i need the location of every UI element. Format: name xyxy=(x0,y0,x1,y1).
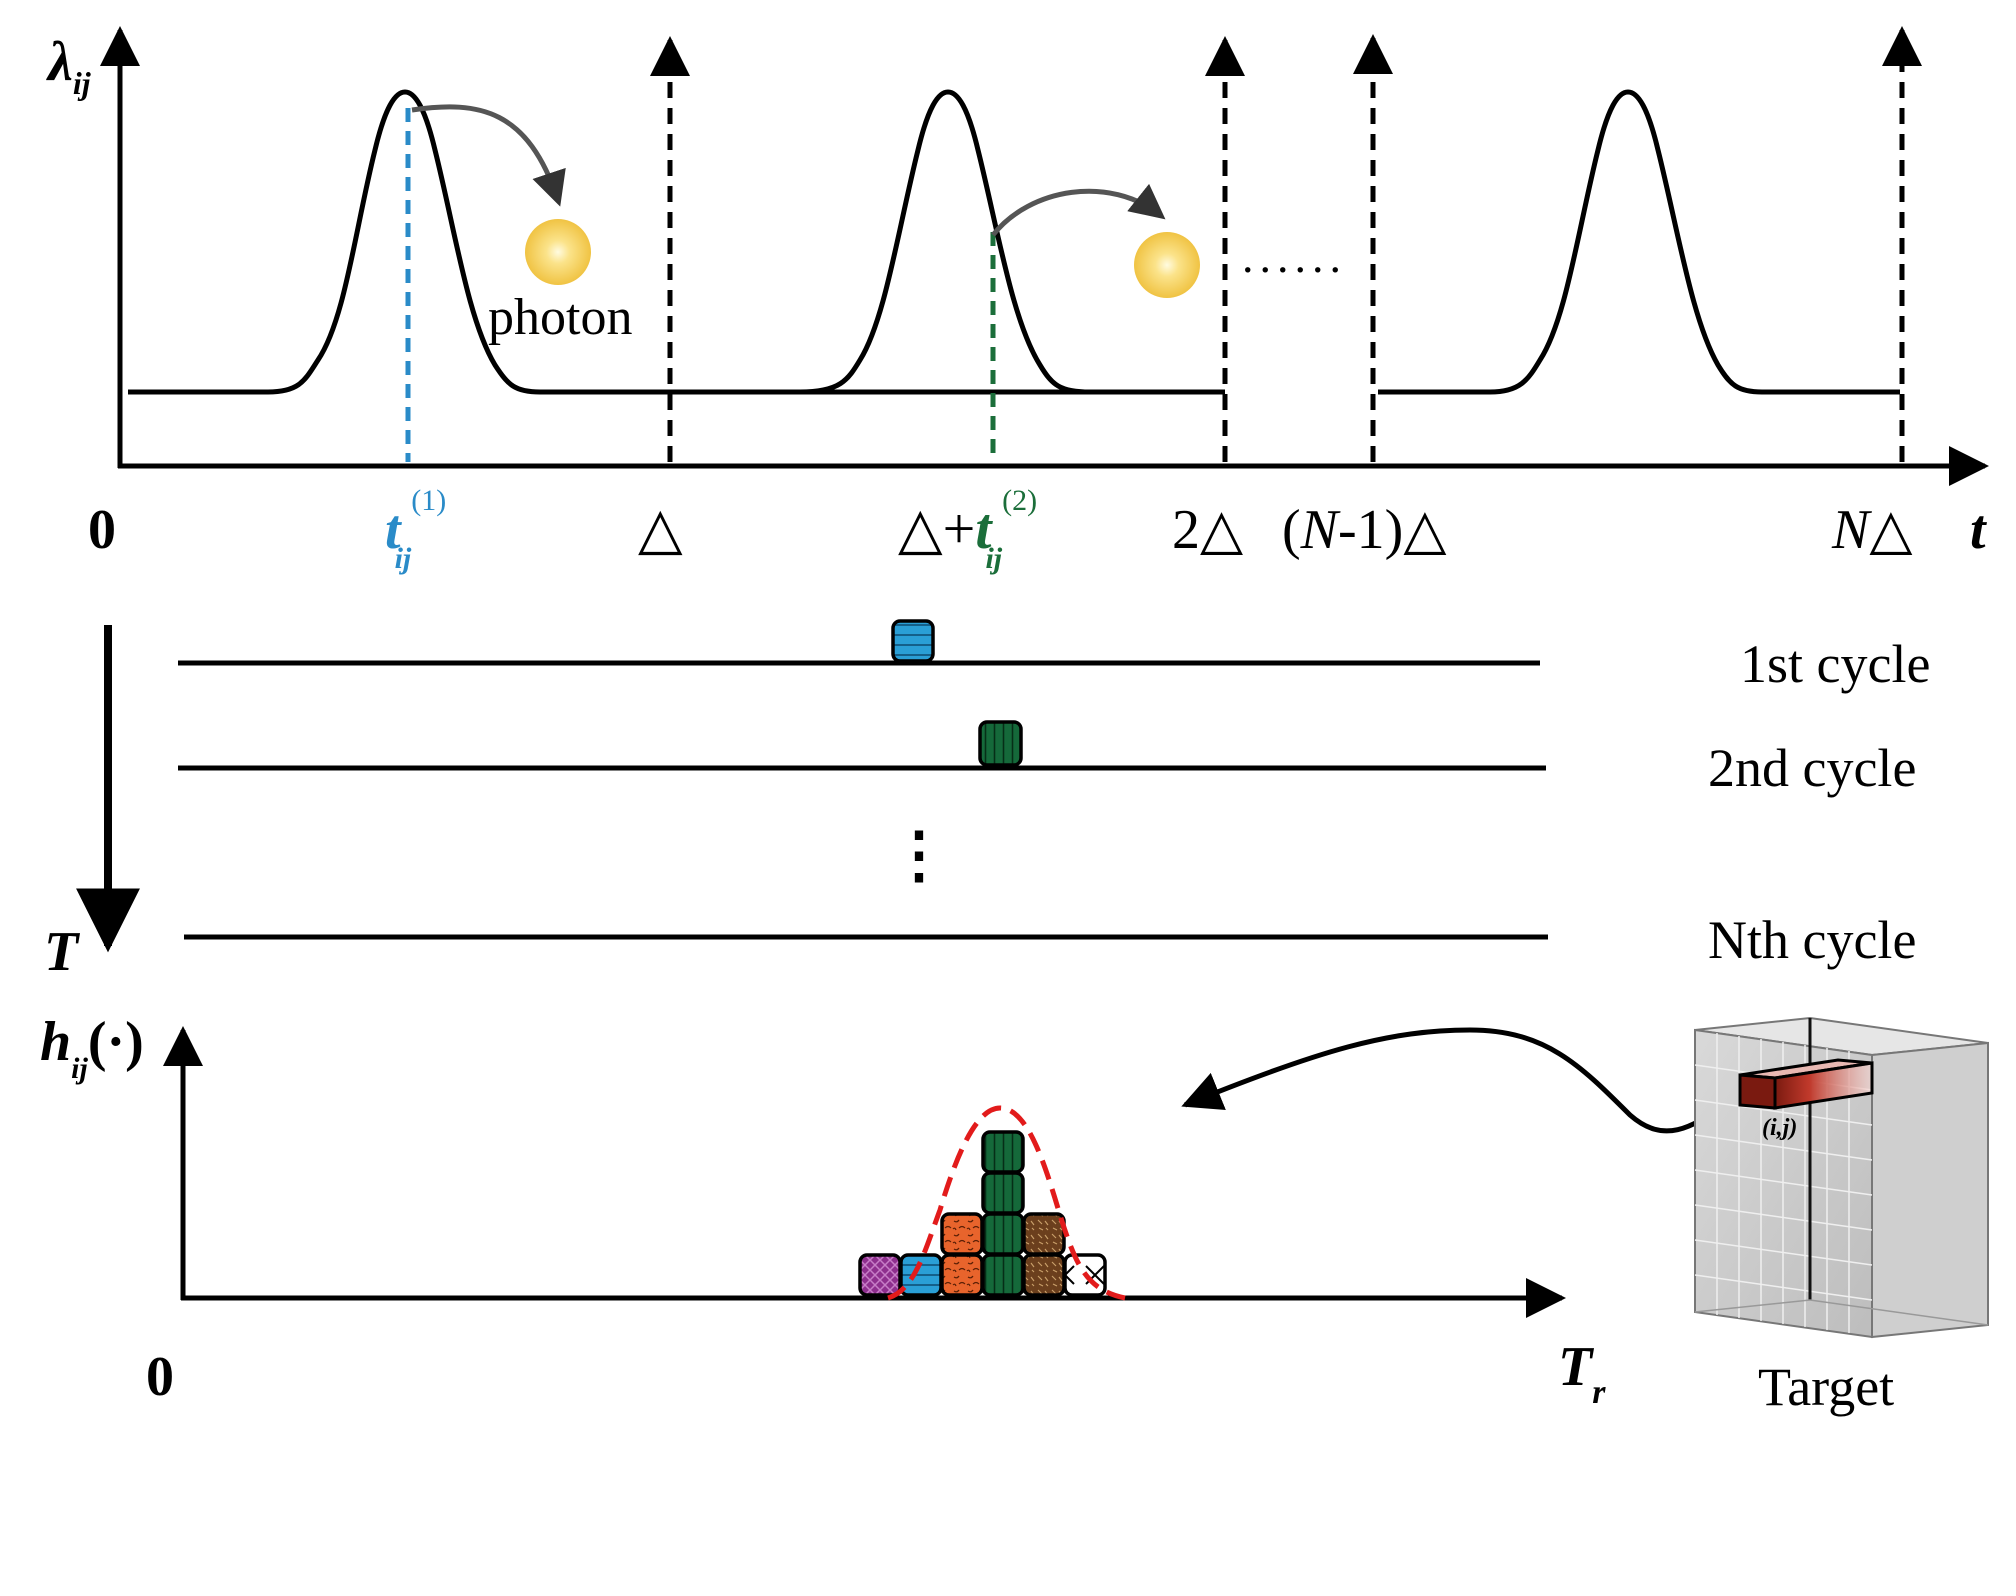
histogram-x-axis-label: Tr xyxy=(1558,1336,1606,1411)
histogram-block xyxy=(858,1253,902,1297)
tick-n-1-delta: (N-1)△ xyxy=(1282,499,1446,561)
cycle-n-label: Nth cycle xyxy=(1708,910,1916,970)
gap-ellipsis: ...... xyxy=(1242,231,1347,282)
photon-1-arrow xyxy=(411,104,566,207)
target-pixel-label: (i,j) xyxy=(1762,1115,1797,1141)
target-label: Target xyxy=(1758,1357,1894,1417)
time-T-axis-label: T xyxy=(44,921,81,983)
tick-2delta: 2△ xyxy=(1172,499,1243,561)
histogram-block xyxy=(899,1253,943,1297)
intensity-plot: photon ...... λij 0 t tij(1) △ △+tij(2) … xyxy=(46,26,1989,575)
target-to-histogram-arrow xyxy=(1181,1027,1742,1134)
top-y-axis-label: λij xyxy=(46,31,91,101)
histogram-bars xyxy=(858,1130,1107,1297)
cycles-vertical-ellipsis: ⋮ xyxy=(888,822,950,890)
tick-t1: tij(1) xyxy=(385,484,446,575)
intensity-curve-segment-1 xyxy=(128,89,1225,395)
tick-delta: △ xyxy=(638,496,683,561)
intensity-curve-pulse-2 xyxy=(799,89,1225,395)
histogram-fit-curve xyxy=(887,1105,1126,1301)
cycle-1-label: 1st cycle xyxy=(1740,634,1930,694)
histogram-block xyxy=(1022,1212,1066,1256)
cycle-2-label: 2nd cycle xyxy=(1708,738,1916,798)
histogram-block xyxy=(981,1253,1025,1297)
photon-1-icon xyxy=(525,219,591,285)
target-box xyxy=(1694,1016,1989,1339)
histogram-section: hij(·) 0 Tr xyxy=(40,1011,1606,1411)
tick-delta-plus-t2: △+tij(2) xyxy=(898,484,1037,575)
top-origin-label: 0 xyxy=(88,499,116,561)
histogram-block xyxy=(981,1212,1025,1256)
top-t-axis-label: t xyxy=(1970,499,1987,561)
histogram-block xyxy=(940,1253,984,1297)
photon-label: photon xyxy=(488,289,632,346)
histogram-origin-label: 0 xyxy=(146,1346,174,1408)
target-pixel-column xyxy=(1738,1058,1874,1110)
photon-2-arrow xyxy=(991,183,1166,237)
intensity-curve-segment-n xyxy=(1378,89,1900,395)
histogram-block xyxy=(1022,1253,1066,1297)
histogram-y-axis-label: hij(·) xyxy=(40,1011,144,1085)
cycle-2-photon-count xyxy=(978,720,1023,767)
cycle-1-photon-count xyxy=(891,619,935,663)
histogram-block xyxy=(981,1130,1025,1174)
histogram-block xyxy=(940,1212,984,1256)
photon-2-icon xyxy=(1134,232,1200,298)
target-section: (i,j) Target xyxy=(1181,1016,1989,1417)
tick-ndelta: N△ xyxy=(1831,499,1912,561)
histogram-block xyxy=(981,1171,1025,1215)
cycles-section: T ⋮ 1st cycle 2nd cycle Nth cycle xyxy=(44,619,1930,983)
